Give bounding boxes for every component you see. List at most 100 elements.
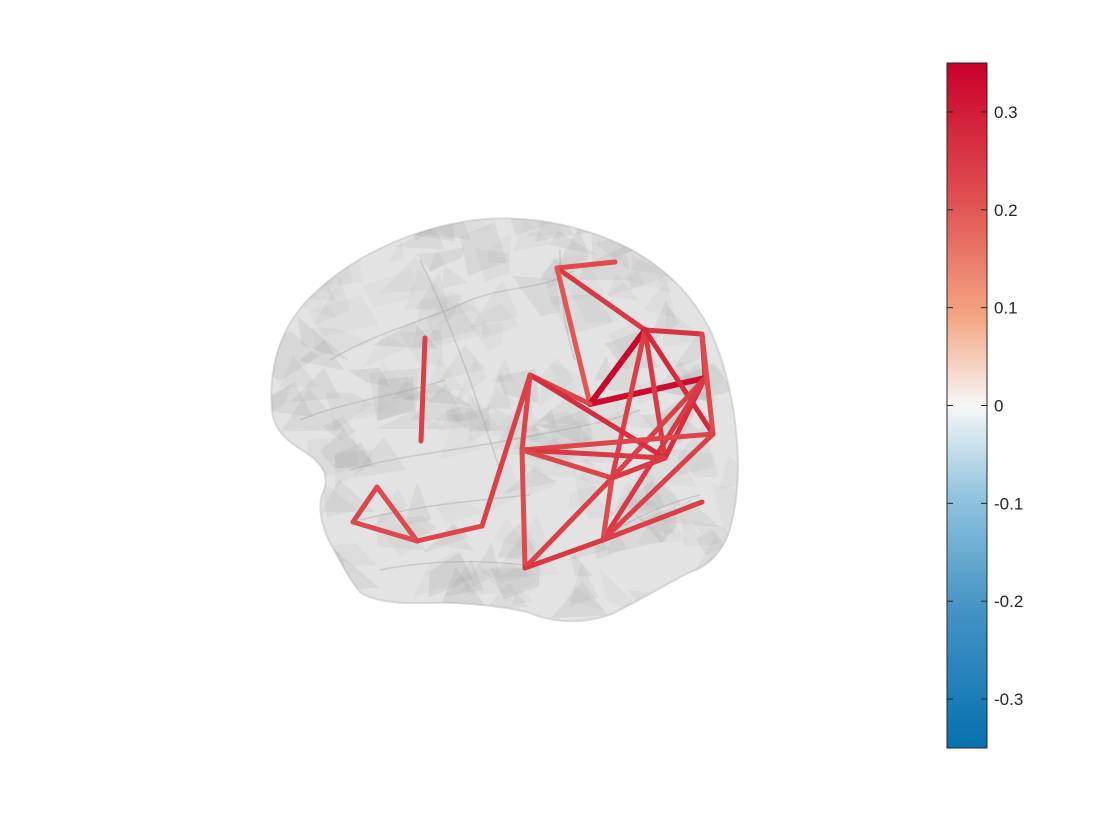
brain-fold-patch bbox=[297, 316, 350, 361]
brain-fold-patch bbox=[271, 507, 296, 533]
brain-fold-patch bbox=[425, 298, 491, 347]
connection-edge bbox=[519, 447, 528, 571]
brain-fold-patch bbox=[549, 231, 599, 256]
colorbar-tick-label: 0 bbox=[994, 397, 1003, 416]
connection-edge bbox=[600, 431, 716, 543]
brain-fold-patch bbox=[470, 280, 520, 328]
connection-edge bbox=[554, 259, 618, 271]
brain-fold-patch bbox=[481, 303, 521, 339]
brain-fold-patch bbox=[513, 218, 552, 251]
brain-fold-patch bbox=[623, 248, 673, 294]
brain-fold-patch bbox=[441, 265, 469, 289]
brain-fold-patch bbox=[320, 479, 358, 518]
brain-fold-patch bbox=[287, 559, 331, 582]
connection-edge bbox=[418, 335, 428, 444]
brain-fold-patch bbox=[445, 403, 480, 424]
brain-fold-patch bbox=[459, 222, 507, 276]
brain-fold-patch bbox=[415, 252, 446, 273]
brain-fold-patch bbox=[307, 295, 379, 337]
brain-fold-patch bbox=[377, 376, 415, 422]
brain-fold-patch bbox=[313, 277, 350, 326]
connection-edge bbox=[642, 327, 716, 437]
brain-fold-patch bbox=[435, 498, 488, 524]
colorbar-tick-label: 0.3 bbox=[994, 103, 1018, 122]
connection-edge bbox=[350, 519, 420, 544]
brain-fold-patch bbox=[333, 218, 369, 235]
connection-edge bbox=[554, 265, 648, 333]
brain-fold-patch bbox=[539, 358, 575, 407]
brain-fold-patch bbox=[419, 302, 477, 346]
brain-fold-patch bbox=[461, 562, 506, 596]
brain-fold-patch bbox=[290, 367, 341, 402]
brain-fold-patch bbox=[396, 225, 446, 250]
brain-fold-patch bbox=[487, 370, 512, 410]
brain-fold-patch bbox=[694, 254, 738, 284]
brain-fold-patch bbox=[691, 584, 733, 622]
connection-edge bbox=[600, 475, 615, 543]
connection-edge bbox=[519, 372, 533, 453]
brain-fold-patch bbox=[599, 568, 647, 616]
brain-fold-patch bbox=[568, 484, 598, 511]
brain-fold-patch bbox=[291, 257, 339, 297]
brain-fold-patch bbox=[646, 300, 680, 346]
brain-fold-patch bbox=[355, 394, 403, 420]
brain-fold-patch bbox=[428, 290, 478, 321]
brain-fold-patch bbox=[414, 272, 450, 312]
brain-fold-patch bbox=[435, 526, 475, 552]
brain-fold-patch bbox=[362, 268, 416, 308]
brain-fold-patch bbox=[413, 550, 473, 597]
brain-fold-patch bbox=[461, 543, 500, 593]
connection-edge bbox=[699, 331, 716, 437]
connection-edge bbox=[522, 537, 606, 571]
brain-fold-patch bbox=[321, 479, 376, 512]
brain-fold-patch bbox=[484, 582, 529, 610]
connection-edge bbox=[350, 484, 380, 525]
brain-fold-patch bbox=[490, 566, 541, 600]
connection-edge bbox=[554, 265, 593, 407]
brain-fold-patch bbox=[629, 256, 673, 290]
brain-fold-patch bbox=[439, 392, 474, 432]
brain-fold-patch bbox=[564, 584, 606, 612]
brain-fold-patch bbox=[404, 269, 458, 310]
brain-sulcus bbox=[419, 259, 501, 471]
brain-fold-patch bbox=[696, 582, 738, 622]
brain-fold-patch bbox=[424, 357, 465, 395]
brain-fold-patch bbox=[281, 567, 300, 606]
brain-fold-patch bbox=[549, 254, 592, 273]
brain-fold-patch bbox=[271, 451, 306, 500]
brain-fold-patch bbox=[311, 327, 371, 357]
brain-fold-patch bbox=[334, 449, 373, 488]
brain-fold-patch bbox=[695, 530, 725, 556]
connection-edge bbox=[522, 475, 615, 571]
brain-fold-patch bbox=[483, 391, 522, 412]
brain-fold-patch bbox=[714, 231, 738, 286]
brain-fold-patch bbox=[378, 256, 441, 294]
brain-fold-patch bbox=[402, 482, 432, 526]
brain-fold-patch bbox=[474, 248, 510, 282]
colorbar: 0.30.20.10-0.1-0.2-0.3 bbox=[946, 62, 1023, 749]
colorbar-tick-label: 0.2 bbox=[994, 201, 1018, 220]
brain-fold-patch bbox=[575, 218, 628, 234]
brain-sulcus bbox=[379, 560, 526, 571]
brain-fold-patch bbox=[637, 503, 688, 544]
connection-edge bbox=[519, 447, 615, 481]
brain-fold-patch bbox=[670, 448, 719, 478]
brain-fold-patch bbox=[388, 241, 405, 264]
brain-fold-patch bbox=[279, 355, 319, 388]
brain-fold-patch bbox=[274, 563, 302, 596]
brain-fold-patch bbox=[343, 597, 382, 622]
brain-fold-patch bbox=[301, 250, 353, 289]
brain-fold-patch bbox=[347, 367, 390, 387]
connection-edge bbox=[609, 455, 668, 481]
brain-fold-patch bbox=[368, 367, 420, 421]
brain-fold-patch bbox=[282, 218, 320, 266]
brain-fold-patch bbox=[612, 467, 686, 515]
connection-edge bbox=[587, 375, 708, 407]
brain-fold-patch bbox=[292, 563, 330, 608]
brain-fold-patch bbox=[683, 592, 722, 622]
brain-fold-patch bbox=[551, 581, 608, 618]
brain-fold-patch bbox=[271, 331, 319, 382]
brain-fold-patch bbox=[399, 329, 444, 368]
brain-fold-patch bbox=[677, 590, 738, 622]
